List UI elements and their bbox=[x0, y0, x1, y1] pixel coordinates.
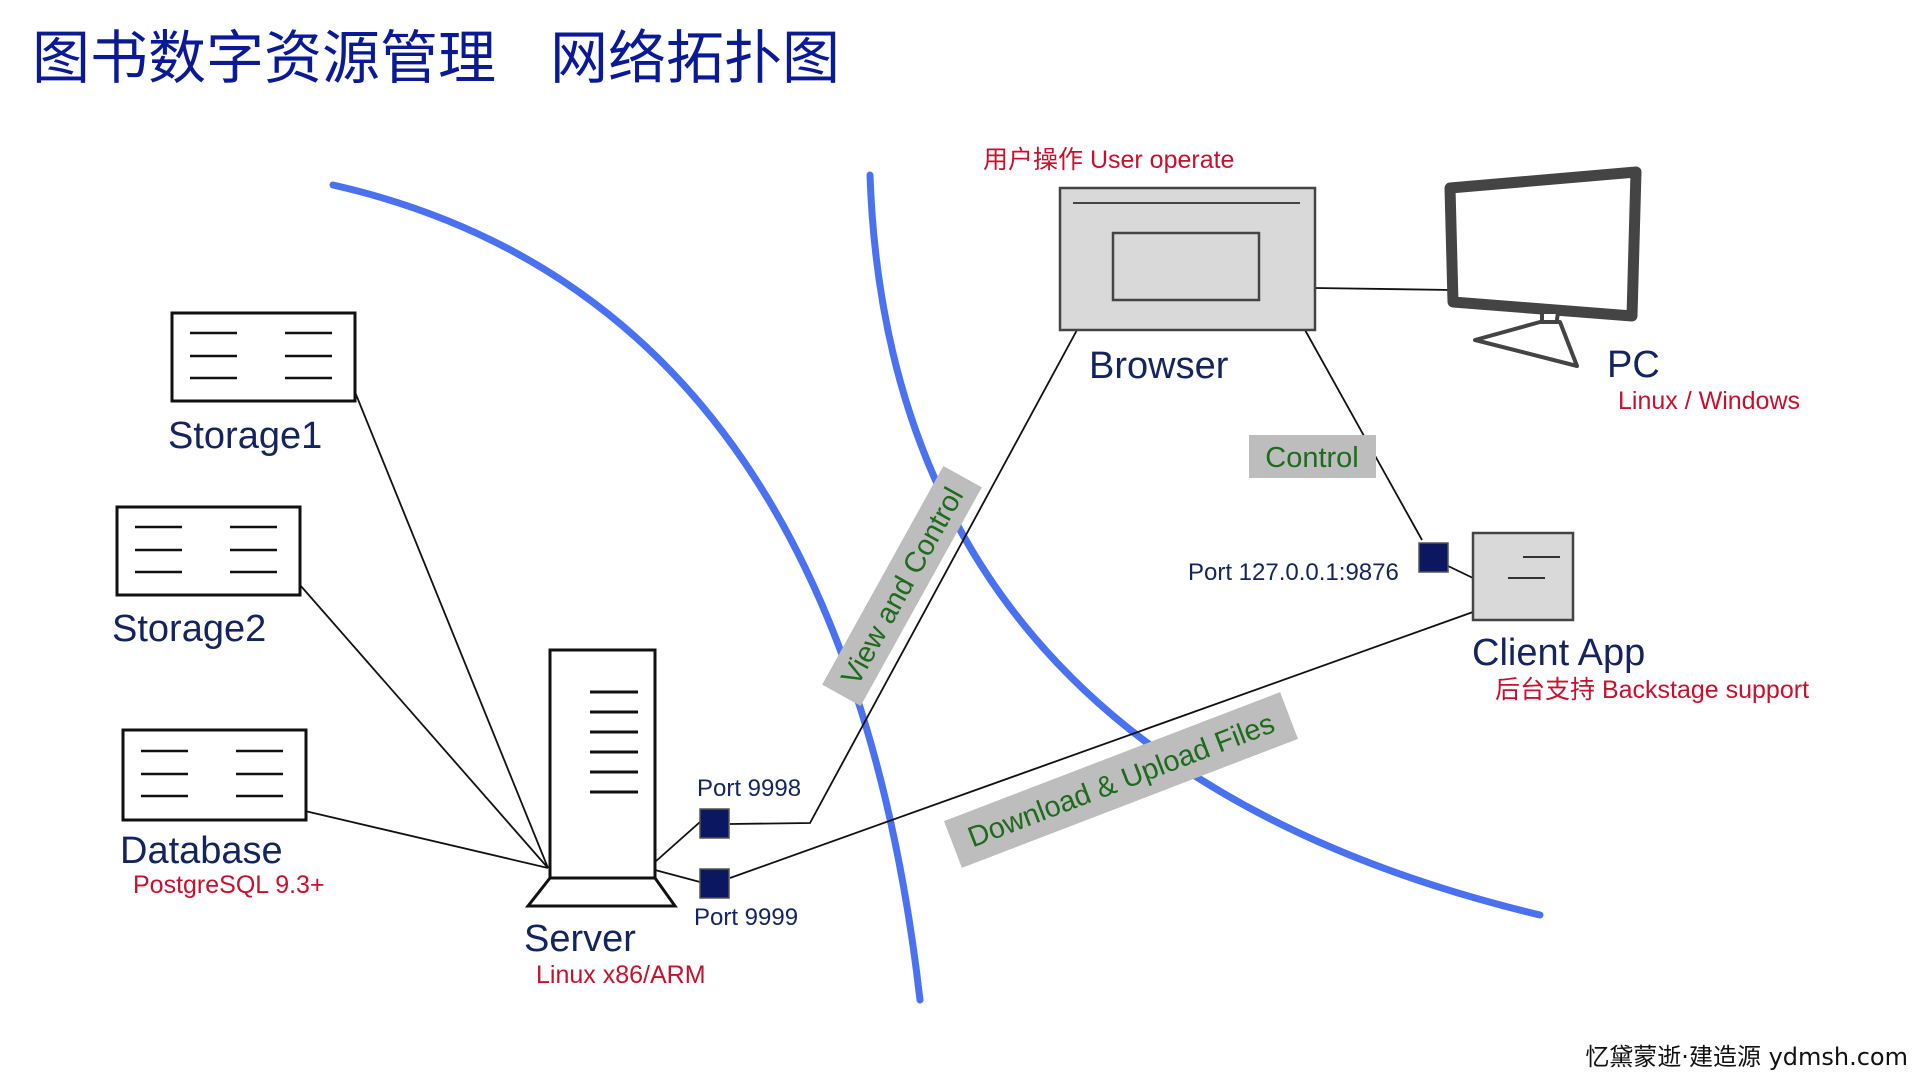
server-node[interactable]: Server Linux x86/ARM bbox=[524, 648, 706, 989]
edge-server-port9999 bbox=[654, 869, 701, 883]
server-sub-label: Linux x86/ARM bbox=[536, 961, 706, 989]
database-lines bbox=[141, 749, 283, 798]
view-control-label-bg bbox=[822, 466, 982, 706]
connections bbox=[299, 287, 1474, 883]
server-base bbox=[524, 876, 678, 908]
port-local-square bbox=[1418, 542, 1449, 573]
database-sub-label: PostgreSQL 9.3+ bbox=[133, 871, 325, 899]
control-label-bg bbox=[1249, 435, 1376, 478]
client-app-node[interactable]: Client App 后台支持 Backstage support bbox=[1471, 531, 1809, 704]
storage1-lines bbox=[190, 331, 332, 380]
port-9999-square bbox=[699, 868, 730, 899]
client-app-label: Client App bbox=[1472, 632, 1645, 674]
view-control-label: View and Control bbox=[835, 482, 970, 690]
edge-port9998-browser bbox=[729, 329, 1078, 825]
port-local-label: Port 127.0.0.1:9876 bbox=[1188, 559, 1399, 586]
view-control-label-group: View and Control bbox=[822, 466, 982, 706]
edge-port9999-client bbox=[729, 611, 1474, 879]
control-label: Control bbox=[1265, 442, 1359, 474]
control-label-group: Control bbox=[1249, 435, 1376, 478]
database-node[interactable]: Database PostgreSQL 9.3+ bbox=[120, 728, 325, 899]
title-right: 网络拓扑图 bbox=[550, 24, 840, 92]
edge-storage2-server bbox=[299, 584, 549, 869]
storage2-lines bbox=[135, 525, 277, 574]
port-9998-square bbox=[699, 808, 730, 839]
edge-browser-pc bbox=[1314, 287, 1454, 291]
storage1-label: Storage1 bbox=[168, 415, 322, 457]
storage2-node[interactable]: Storage2 bbox=[112, 505, 302, 650]
storage2-label: Storage2 bbox=[112, 608, 266, 650]
client-app-lines bbox=[1508, 556, 1560, 579]
port-9999[interactable]: Port 9999 bbox=[694, 868, 798, 931]
footer-credit: 忆黛蒙逝·建造源 ydmsh.com bbox=[1585, 1043, 1908, 1071]
storage1-node[interactable]: Storage1 bbox=[168, 311, 357, 457]
browser-content-box bbox=[1111, 231, 1261, 302]
edge-database-server bbox=[304, 810, 549, 869]
download-upload-label: Download & Upload Files bbox=[964, 708, 1279, 855]
browser-top-note: 用户操作 User operate bbox=[983, 146, 1234, 174]
pc-node[interactable]: PC Linux / Windows bbox=[1444, 166, 1800, 415]
pc-sub-label: Linux / Windows bbox=[1618, 387, 1800, 415]
zone-boundary-right bbox=[866, 171, 1544, 919]
client-app-icon bbox=[1471, 531, 1575, 622]
port-9999-label: Port 9999 bbox=[694, 904, 798, 931]
monitor-stand bbox=[1473, 320, 1579, 368]
edge-server-port9998 bbox=[654, 821, 701, 863]
port-9998[interactable]: Port 9998 bbox=[697, 775, 801, 839]
server-tower-icon bbox=[548, 648, 657, 880]
port-9998-label: Port 9998 bbox=[697, 775, 801, 802]
zone-boundary-left bbox=[329, 181, 924, 1004]
monitor-icon bbox=[1444, 166, 1642, 322]
client-app-sub-label: 后台支持 Backstage support bbox=[1495, 676, 1809, 704]
server-label: Server bbox=[524, 918, 636, 960]
edge-localport-client bbox=[1447, 565, 1474, 579]
title-left: 图书数字资源管理 bbox=[32, 24, 496, 92]
download-upload-label-bg bbox=[943, 692, 1299, 868]
server-lines bbox=[590, 690, 638, 794]
edge-storage1-server bbox=[354, 391, 549, 869]
port-local[interactable]: Port 127.0.0.1:9876 bbox=[1188, 542, 1449, 586]
browser-node[interactable]: 用户操作 User operate Browser bbox=[983, 146, 1317, 387]
database-label: Database bbox=[120, 830, 283, 872]
pc-label: PC bbox=[1607, 344, 1660, 386]
browser-label: Browser bbox=[1089, 345, 1229, 387]
